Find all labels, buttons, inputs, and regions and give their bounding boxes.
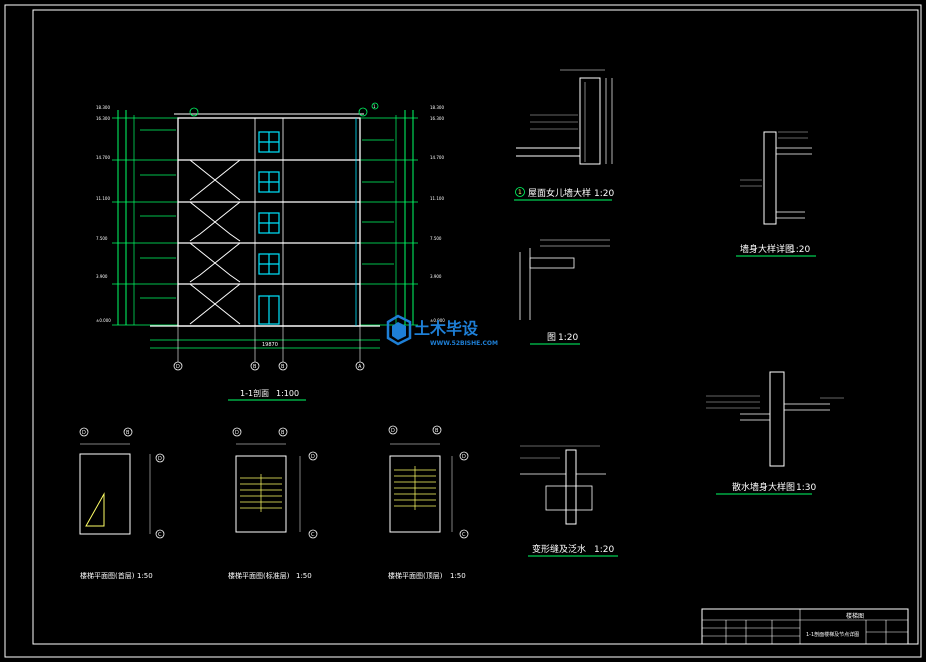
right-elevation-3: 14.700	[430, 155, 444, 160]
right-elevation-4: 11.100	[430, 196, 444, 201]
axis-label-3: B	[281, 364, 285, 370]
waterproof-scale: 1:20	[594, 545, 614, 555]
stair-plan-2-axis-top-1: D	[235, 430, 239, 436]
axis-label-2: B	[253, 364, 257, 370]
stair-plan-1-axis-top-2: B	[126, 430, 130, 436]
watermark: 土木毕设 WWW.52BISHE.COM	[386, 314, 498, 347]
sheet-outer-border	[4, 4, 922, 658]
waterproof-title: 变形缝及泛水	[532, 543, 586, 555]
eave-detail: 图 1:20	[519, 239, 610, 345]
stair-plan-1: D B D C 楼梯平面图(首层) 1:50	[79, 427, 165, 580]
section-drawing: 19870 D B B A 1 18.300 16.300 14.700 11.…	[96, 102, 445, 401]
right-elevation-1: 18.300	[430, 105, 444, 110]
axis-label-1: D	[176, 364, 180, 370]
left-elevation-3: 14.700	[96, 155, 110, 160]
section-title: 1-1剖面	[240, 388, 269, 398]
drip-scale: 1:30	[796, 483, 816, 493]
title-block-header: 楼梯图	[846, 612, 864, 620]
title-block-drawing-name: 1-1剖面楼梯及节点详图	[806, 631, 859, 638]
title-block: 楼梯图 1-1剖面楼梯及节点详图	[701, 608, 909, 645]
stair-plan-3-axis-top-1: D	[391, 428, 395, 434]
parapet-detail: 1 屋面女儿墙大样 1:20	[514, 69, 614, 201]
wall-detail-title: 墙身大样详图	[740, 243, 794, 255]
sheet-inner-border	[32, 9, 919, 645]
watermark-brand: 土木毕设	[414, 319, 479, 338]
drip-detail: 散水墙身大样图 1:30	[706, 371, 844, 495]
left-elevation-2: 16.300	[96, 116, 110, 121]
stair-plan-3-axis-side-2: C	[462, 532, 466, 538]
right-elevation-2: 16.300	[430, 116, 444, 121]
axis-label-4: A	[358, 364, 362, 370]
parapet-scale: 1:20	[594, 189, 614, 199]
right-elevation-6: 3.900	[430, 274, 442, 279]
eave-scale: 1:20	[558, 333, 578, 343]
stair-plan-2-axis-side-1: D	[311, 454, 315, 460]
drip-title: 散水墙身大样图	[732, 481, 795, 493]
stair-plan-3-axis-side-1: D	[462, 454, 466, 460]
wall-detail-scale: 1:20	[790, 245, 810, 255]
left-elevation-1: 18.300	[96, 105, 110, 110]
section-callout-tag: 1	[373, 104, 376, 109]
left-elevation-4: 11.100	[96, 196, 110, 201]
right-elevation-5: 7.500	[430, 236, 442, 241]
stair-plan-1-scale: 1:50	[137, 572, 153, 580]
stair-plan-1-axis-top-1: D	[82, 430, 86, 436]
left-elevation-5: 7.500	[96, 236, 108, 241]
parapet-tag: 1	[518, 189, 522, 196]
right-elevation-7: ±0.000	[430, 318, 445, 323]
stair-plan-3-scale: 1:50	[450, 572, 466, 580]
stair-plan-2-title: 楼梯平面图(标准层)	[228, 571, 290, 580]
stair-plan-2-scale: 1:50	[296, 572, 312, 580]
section-dim-total: 19870	[262, 342, 278, 348]
wall-detail: 墙身大样详图 1:20	[736, 131, 816, 257]
parapet-title: 屋面女儿墙大样	[528, 187, 591, 199]
stair-plan-3-title: 楼梯平面图(顶层)	[388, 571, 443, 580]
eave-title: 图	[547, 332, 556, 343]
section-scale: 1:100	[276, 389, 299, 398]
stair-plan-1-axis-side-2: C	[158, 532, 162, 538]
left-elevation-7: ±0.000	[96, 318, 111, 323]
stair-plan-1-title: 楼梯平面图(首层)	[80, 571, 135, 580]
stair-plan-3: D B D C 楼梯平面图(顶层) 1:50	[388, 425, 469, 580]
stair-plan-1-axis-side-1: D	[158, 456, 162, 462]
stair-plan-2-axis-top-2: B	[281, 430, 285, 436]
stair-plan-2: D B D C 楼梯平面图(标准层) 1:50	[228, 427, 318, 580]
waterproof-detail: 变形缝及泛水 1:20	[520, 445, 618, 557]
left-elevation-6: 3.900	[96, 274, 108, 279]
watermark-url: WWW.52BISHE.COM	[430, 340, 498, 347]
stair-plan-2-axis-side-2: C	[311, 532, 315, 538]
stair-plan-3-axis-top-2: B	[435, 428, 439, 434]
